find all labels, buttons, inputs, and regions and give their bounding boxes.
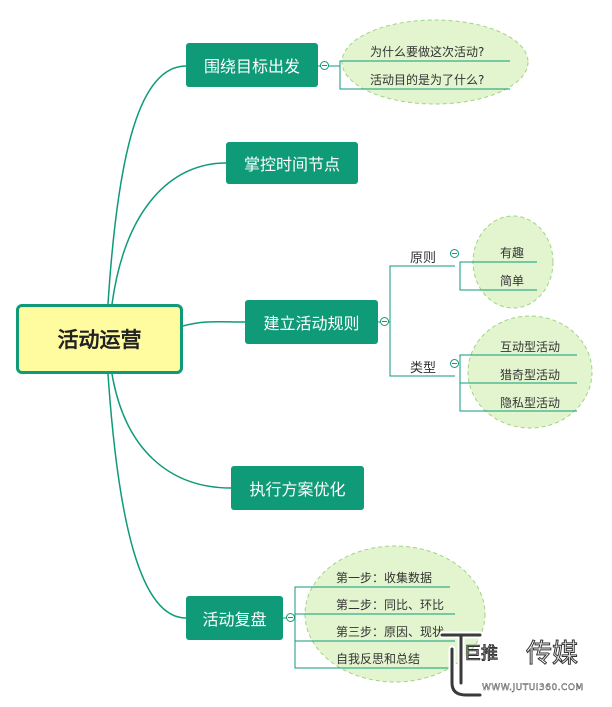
leaf-review-step2[interactable]: 第二步：同比、环比 bbox=[336, 598, 445, 612]
group-types[interactable]: 类型 bbox=[410, 361, 437, 376]
leaf-principle-fun[interactable]: 有趣 bbox=[500, 246, 525, 260]
root-connectors bbox=[107, 65, 246, 619]
branch-rules[interactable]: 建立活动规则 bbox=[245, 300, 378, 344]
branch-review[interactable]: 活动复盘 bbox=[186, 596, 283, 640]
watermark-suffix: 传媒 bbox=[525, 639, 579, 670]
leaf-goal-purpose[interactable]: 活动目的是为了什么? bbox=[370, 73, 485, 87]
branch-optimize[interactable]: 执行方案优化 bbox=[231, 466, 364, 510]
watermark-logo: 巨推 传媒 WWW.JUTUI360.COM bbox=[438, 625, 608, 703]
leaf-principle-simple[interactable]: 简单 bbox=[500, 274, 525, 288]
collapse-toggle-goal-icon[interactable] bbox=[320, 61, 329, 70]
leaf-review-step1[interactable]: 第一步：收集数据 bbox=[336, 571, 433, 585]
watermark-emblem-icon bbox=[438, 631, 484, 699]
cloud-types bbox=[467, 315, 593, 429]
leaf-type-curiosity[interactable]: 猎奇型活动 bbox=[500, 368, 561, 382]
collapse-toggle-principles-icon[interactable] bbox=[450, 249, 459, 258]
collapse-toggle-rules-icon[interactable] bbox=[380, 317, 389, 326]
branch-timeline[interactable]: 掌控时间节点 bbox=[226, 142, 358, 184]
cloud-goal-questions bbox=[341, 19, 529, 105]
leaf-review-reflect[interactable]: 自我反思和总结 bbox=[336, 652, 421, 666]
leaf-goal-why[interactable]: 为什么要做这次活动? bbox=[370, 45, 485, 59]
root-node[interactable]: 活动运营 bbox=[16, 304, 183, 374]
group-principles[interactable]: 原则 bbox=[410, 251, 437, 266]
watermark-url: WWW.JUTUI360.COM bbox=[482, 683, 584, 693]
leaf-type-interactive[interactable]: 互动型活动 bbox=[500, 340, 561, 354]
watermark-brand: 巨推 bbox=[464, 644, 499, 665]
sub-connectors bbox=[283, 60, 577, 669]
leaf-review-step3[interactable]: 第三步：原因、现状 bbox=[336, 625, 445, 639]
collapse-toggle-types-icon[interactable] bbox=[450, 359, 459, 368]
branch-goal[interactable]: 围绕目标出发 bbox=[186, 43, 318, 87]
collapse-toggle-review-icon[interactable] bbox=[286, 613, 295, 622]
leaf-type-privacy[interactable]: 隐私型活动 bbox=[500, 396, 561, 410]
